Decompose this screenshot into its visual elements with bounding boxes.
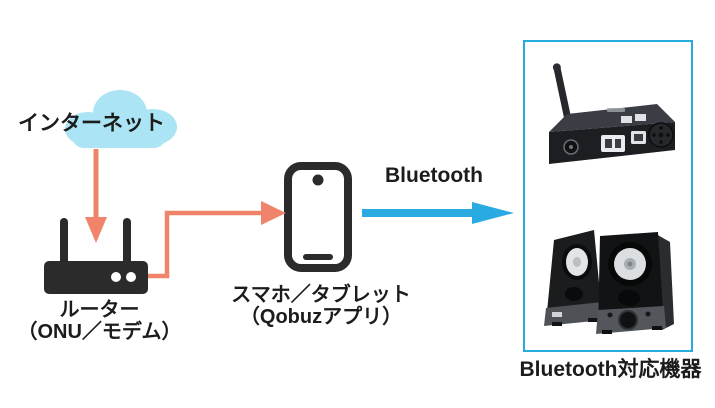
smartphone-label-line2: （Qobuzアプリ）	[239, 306, 403, 329]
router-label-line2: （ONU／モデム）	[17, 321, 182, 344]
bluetooth-devices-box	[523, 40, 693, 352]
bluetooth-link-label: Bluetooth	[385, 164, 483, 187]
bluetooth-receiver-image	[549, 63, 675, 164]
smartphone-label-line1: スマホ／タブレット	[231, 284, 411, 306]
bluetooth-arrow	[362, 202, 514, 224]
internet-to-router-arrow	[85, 149, 107, 243]
router-label-line1: ルーター	[59, 299, 140, 321]
cloud-icon	[65, 90, 177, 148]
router-to-smartphone-arrow	[148, 201, 286, 279]
stereo-speakers-image	[544, 230, 674, 334]
left-speaker	[544, 230, 604, 326]
right-speaker	[596, 232, 674, 334]
smartphone-icon	[284, 162, 352, 272]
bluetooth-devices-label: Bluetooth対応機器	[519, 358, 702, 381]
router-label: ルーター （ONU／モデム）	[7, 299, 192, 344]
router-icon	[44, 218, 148, 294]
smartphone-label: スマホ／タブレット （Qobuzアプリ）	[221, 284, 421, 329]
internet-label: インターネット	[18, 112, 165, 135]
